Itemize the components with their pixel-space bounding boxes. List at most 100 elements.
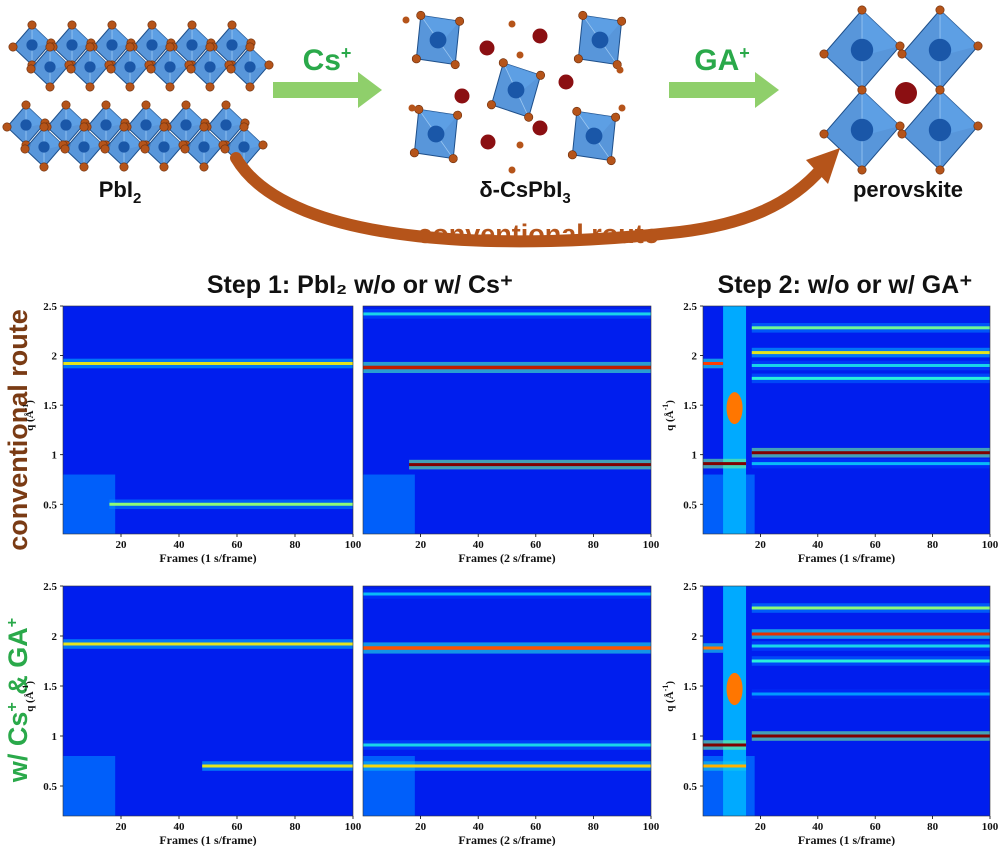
- iodide-atom: [572, 106, 582, 116]
- lead-atom: [591, 31, 609, 49]
- band-line: [703, 764, 747, 768]
- lead-atom: [26, 39, 38, 51]
- iodide-atom: [101, 100, 111, 110]
- cs-cation: [479, 40, 495, 56]
- band-line: [703, 361, 724, 365]
- y-tick-label: 2.5: [683, 301, 697, 313]
- iodide-atom: [819, 129, 829, 139]
- octahedron-face-light: [582, 15, 622, 44]
- iodide-atom: [39, 122, 49, 132]
- y-axis-label-end: ): [664, 400, 676, 404]
- y-tick-label: 2: [52, 351, 58, 363]
- iodide-atom: [106, 64, 116, 74]
- y-tick-label: 1: [692, 450, 698, 462]
- iodide-atom: [146, 64, 156, 74]
- y-tick-label: 1: [692, 731, 698, 743]
- iodide-atom: [617, 16, 627, 26]
- iodide-atom: [199, 162, 209, 172]
- iodide-atom: [616, 66, 624, 74]
- heatmap-glow: [363, 474, 415, 534]
- iodide-atom: [516, 141, 524, 149]
- cspbi3-octahedron: [486, 58, 546, 122]
- lead-atom: [585, 127, 603, 145]
- iodide-atom: [165, 82, 175, 92]
- band-line: [363, 743, 651, 747]
- x-tick-label: 20: [415, 539, 427, 551]
- pbi2-octahedron: [162, 100, 210, 150]
- x-tick-label: 60: [530, 539, 542, 551]
- heatmap-frame: [362, 585, 652, 817]
- iodide-atom: [857, 165, 867, 175]
- iodide-atom: [119, 162, 129, 172]
- band-line: [363, 365, 651, 370]
- y-tick-label: 2.5: [43, 301, 57, 313]
- lead-atom: [427, 125, 445, 143]
- lead-atom: [78, 141, 90, 153]
- iodide-atom: [258, 140, 268, 150]
- pbi2-octahedron: [180, 122, 228, 172]
- y-axis-label: q (Å-1): [661, 681, 676, 712]
- octahedron-face-light: [420, 15, 460, 44]
- y-axis-label-main: q (Å: [664, 691, 676, 712]
- band-line: [751, 326, 990, 330]
- svg-text:GA+: GA+: [694, 43, 750, 77]
- lead-atom: [204, 61, 216, 73]
- pbi2-octahedron: [146, 42, 194, 92]
- x-tick-label: 80: [290, 539, 302, 551]
- iodide-atom: [147, 20, 157, 30]
- cs-arrow-sup: +: [341, 43, 352, 63]
- y-axis-label-main: q (Å: [664, 410, 676, 431]
- pbi2-octahedron: [100, 122, 148, 172]
- x-tick-label: 100: [982, 821, 999, 833]
- iodide-atom: [26, 64, 36, 74]
- x-axis-label: Frames (1 s/frame): [159, 551, 256, 565]
- iodide-atom: [935, 165, 945, 175]
- iodide-atom: [895, 41, 905, 51]
- perovskite-octahedron: [819, 85, 905, 175]
- lead-atom: [429, 31, 447, 49]
- lead-atom: [507, 81, 525, 99]
- svg-text:δ-CsPbI3: δ-CsPbI3: [479, 177, 570, 207]
- iodide-atom: [973, 41, 983, 51]
- band-line: [63, 361, 353, 365]
- ga-arrow-sup: +: [739, 43, 750, 63]
- lead-atom: [226, 39, 238, 51]
- iodide-atom: [181, 100, 191, 110]
- iodide-atom: [402, 16, 410, 24]
- transient-peak: [726, 672, 743, 706]
- band-line: [751, 659, 990, 663]
- row2-label: w/ Cs+ & GA+: [3, 618, 33, 783]
- band-line: [363, 764, 651, 768]
- heatmap-glow: [63, 756, 116, 816]
- iodide-atom: [524, 112, 534, 122]
- y-axis-label: q (Å-1): [21, 681, 36, 712]
- octahedron-face-light: [418, 109, 458, 138]
- iodide-atom: [516, 51, 524, 59]
- x-tick-label: 80: [927, 539, 939, 551]
- step1-header: Step 1: PbI₂ w/o or w/ Cs⁺: [207, 271, 513, 299]
- iodide-atom: [897, 49, 907, 59]
- x-tick-label: 40: [812, 539, 824, 551]
- cspbi3-octahedron: [567, 106, 621, 166]
- iodide-atom: [125, 82, 135, 92]
- lead-atom: [146, 39, 158, 51]
- lead-atom: [158, 141, 170, 153]
- y-tick-label: 2: [52, 631, 58, 643]
- iodide-atom: [245, 82, 255, 92]
- lead-atom: [140, 119, 152, 131]
- y-tick-label: 0.5: [43, 781, 57, 793]
- row1-label: conventional route: [3, 309, 33, 551]
- iodide-atom: [45, 42, 55, 52]
- pbi2-octahedron: [140, 122, 188, 172]
- iodide-atom: [227, 20, 237, 30]
- x-tick-label: 100: [345, 821, 362, 833]
- octahedron-face-light: [576, 111, 616, 140]
- band-line: [751, 606, 990, 610]
- band-line: [751, 632, 990, 636]
- heatmap-frame: [702, 585, 991, 817]
- x-tick-label: 100: [982, 539, 999, 551]
- iodide-atom: [935, 5, 945, 15]
